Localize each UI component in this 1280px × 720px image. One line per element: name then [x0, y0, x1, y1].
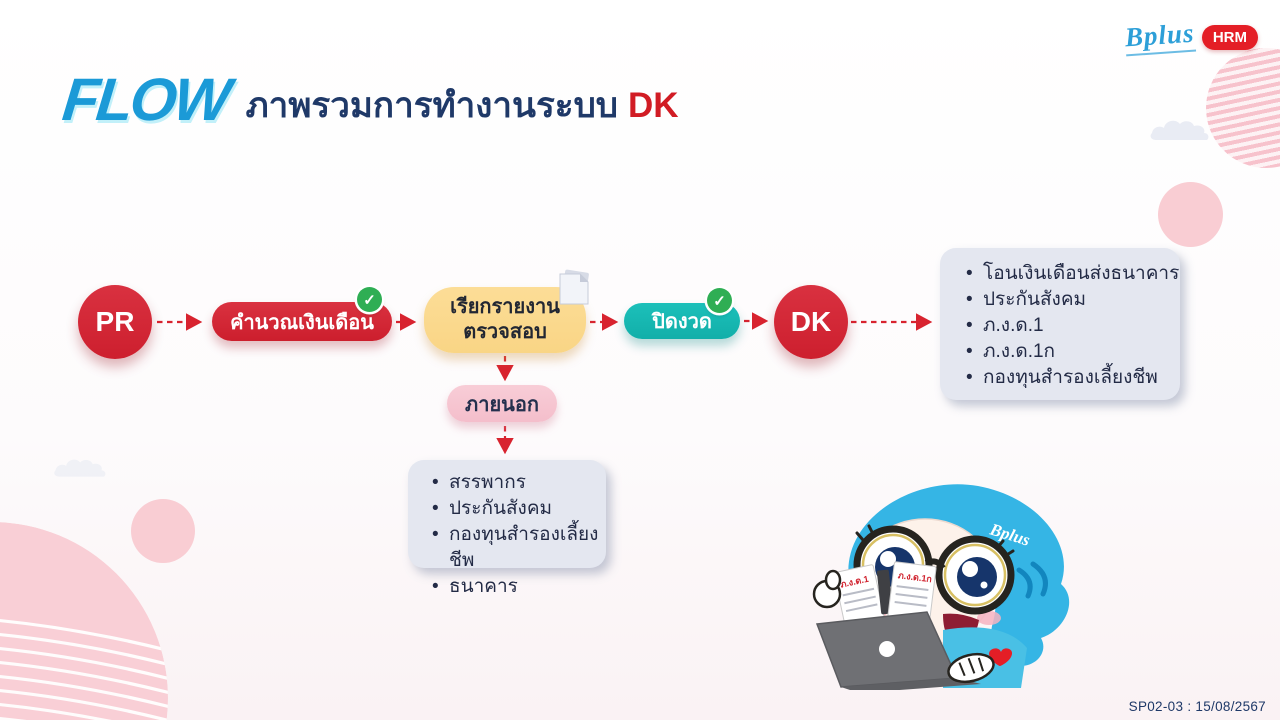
node-label: PR [95, 306, 135, 337]
dk-outputs-box: โอนเงินเดือนส่งธนาคารประกันสังคมภ.ง.ด.1ภ… [940, 248, 1180, 400]
check-icon: ✓ [357, 287, 382, 312]
bplus-logo: Bplus [1124, 17, 1196, 57]
dk-outputs-list: โอนเงินเดือนส่งธนาคารประกันสังคมภ.ง.ด.1ภ… [966, 261, 1180, 391]
node-label-line2: ตรวจสอบ [463, 321, 547, 343]
node-label: ปิดงวด [652, 311, 712, 333]
mascot-paper2-label: ภ.ง.ด.1ก [897, 570, 932, 584]
node-label-line1: เรียกรายงาน [450, 296, 560, 318]
list-item: กองทุนสำรองเลี้ยงชีพ [966, 365, 1180, 391]
brand-logo: Bplus HRM [1124, 17, 1258, 57]
list-item: ประกันสังคม [432, 496, 606, 522]
title-highlight: DK [628, 85, 679, 125]
flow-node-report-check: เรียกรายงาน ตรวจสอบ [424, 269, 589, 353]
flow-node-external: ภายนอก [447, 385, 557, 422]
node-label: ภายนอก [465, 393, 539, 416]
flow-node-close-period: ปิดงวด ✓ [624, 288, 740, 339]
list-item: ธนาคาร [432, 574, 606, 600]
list-item: โอนเงินเดือนส่งธนาคาร [966, 261, 1180, 287]
title-text: ภาพรวมการทำงานระบบ [245, 85, 618, 125]
flow-node-calc-salary: คำนวณเงินเดือน ✓ [212, 287, 392, 341]
hrm-badge: HRM [1201, 24, 1258, 50]
document-icon [559, 269, 589, 305]
slide-code: SP02-03 : 15/08/2567 [1128, 699, 1266, 714]
node-label: คำนวณเงินเดือน [230, 311, 374, 334]
list-item: กองทุนสำรองเลี้ยงชีพ [432, 522, 606, 574]
list-item: ภ.ง.ด.1ก [966, 339, 1180, 365]
flow-logo: FLOW [59, 66, 232, 133]
external-outputs-box: สรรพากรประกันสังคมกองทุนสำรองเลี้ยงชีพธน… [408, 460, 606, 600]
check-icon: ✓ [707, 288, 732, 313]
external-outputs-list: สรรพากรประกันสังคมกองทุนสำรองเลี้ยงชีพธน… [432, 470, 606, 600]
bplus-mascot: Bplus ภ.ง.ด.1 [812, 484, 1070, 690]
node-label: DK [790, 306, 832, 337]
flow-node-dk: DK [774, 285, 848, 359]
list-item: สรรพากร [432, 470, 606, 496]
list-item: ภ.ง.ด.1 [966, 313, 1180, 339]
list-item: ประกันสังคม [966, 287, 1180, 313]
flow-node-pr: PR [78, 285, 152, 359]
